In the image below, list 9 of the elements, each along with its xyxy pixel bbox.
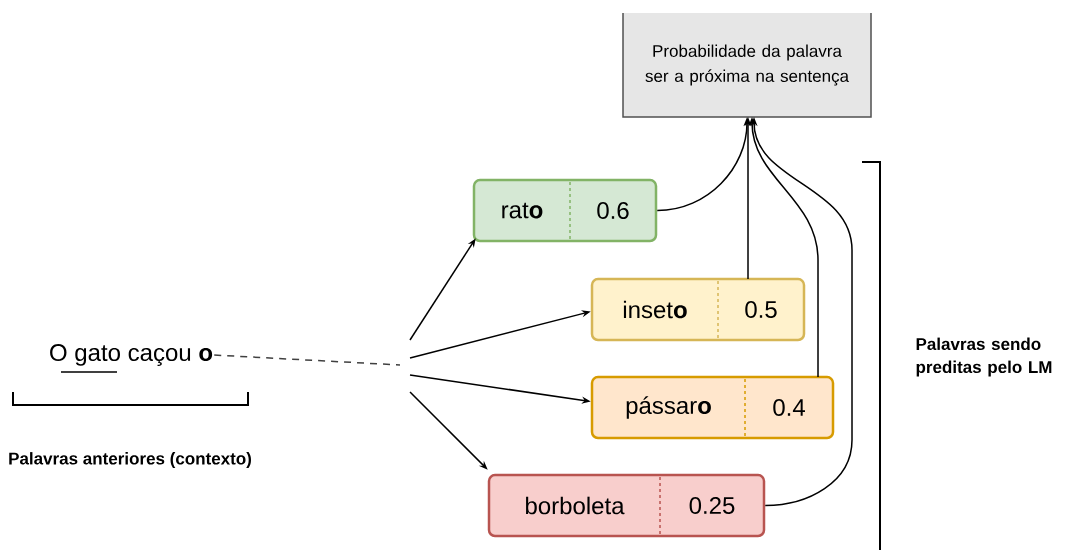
- word-box: inseto 0.5: [590, 277, 806, 342]
- word-box: rato 0.6: [472, 178, 658, 243]
- output-box: Probabilidade da palavra ser a próxima na sentença: [622, 12, 872, 118]
- word-box: pássaro 0.4: [590, 375, 835, 440]
- word-box: borboleta 0.25: [487, 473, 766, 538]
- sentence-text: O gato caçou o: [50, 344, 213, 373]
- caption-text: Palavras anteriores (contexto): [9, 452, 251, 468]
- caption-text: Palavras sendo preditas pelo LM: [916, 337, 1052, 377]
- arrow: [409, 391, 488, 470]
